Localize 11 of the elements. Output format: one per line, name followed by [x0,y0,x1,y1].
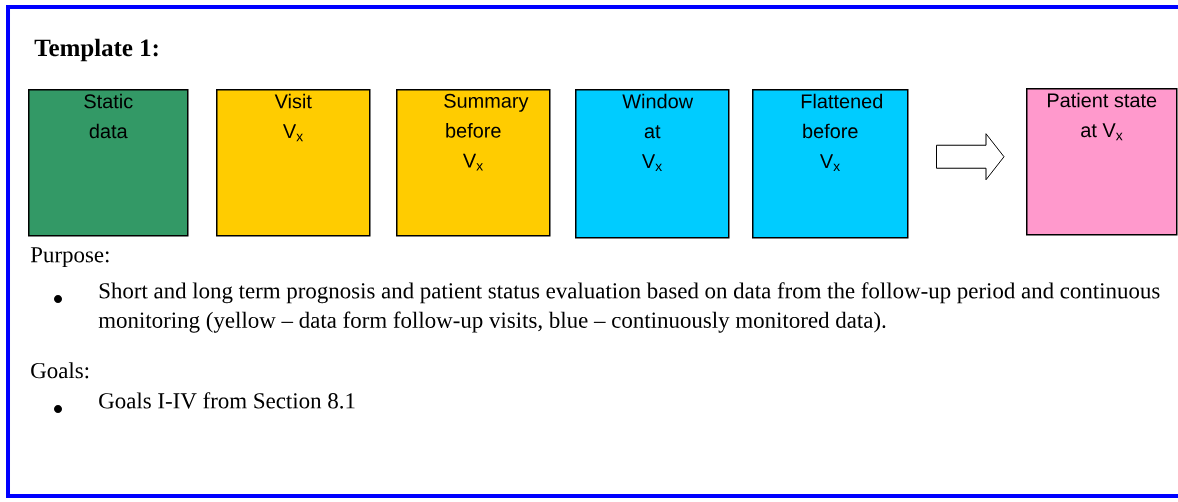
data-box: Flattened before V$_{x}$ [752,89,909,239]
data-box: Window at V$_{x}$ [575,89,730,239]
title: Template 1: [34,38,158,62]
section-heading: Goals: [31,362,89,379]
data-box: Summary before V$_{x}$ [396,89,551,237]
data-box: Patient state at V$_{x}$ [1026,88,1178,236]
data-box: Visit V$_{x}$ [216,89,371,237]
block-arrow [936,133,1005,181]
data-box: Static data [28,89,189,237]
bullet-text: Goals I-IV from Section 8.1 [99,392,355,409]
bullet-text: Short and long term prognosis and patient status evaluation based on data from the follow-up period and continuous monitoring (yellow – data form follow-up visits, blue – continuously monitored data). [98,282,1160,333]
